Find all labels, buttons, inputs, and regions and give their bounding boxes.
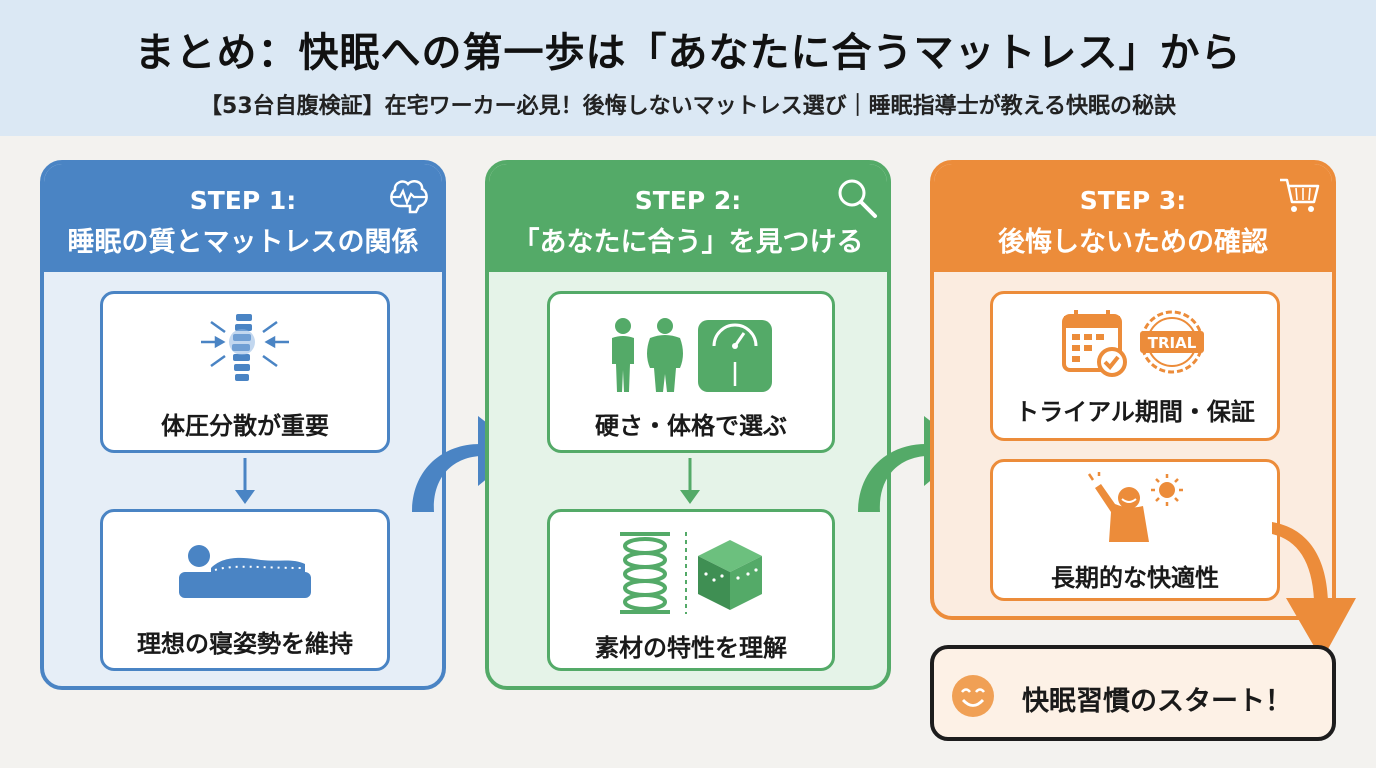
card-sleep-posture: 理想の寝姿勢を維持 — [100, 509, 390, 671]
trial-badge-text: TRIAL — [1148, 334, 1197, 352]
page-title: まとめ：快眠への第一歩は「あなたに合うマットレス」から — [134, 30, 1242, 76]
card-body-pressure-label: 体圧分散が重要 — [161, 412, 329, 440]
step-2-number: STEP 2: — [634, 186, 742, 215]
card-materials-label: 素材の特性を理解 — [595, 634, 787, 662]
step-3-number: STEP 3: — [1079, 186, 1187, 215]
header-banner: まとめ：快眠への第一歩は「あなたに合うマットレス」から 【53台自腹検証】在宅ワ… — [0, 0, 1376, 136]
step-1-header: STEP 1: 睡眠の質とマットレスの関係 — [44, 164, 442, 272]
finish-banner: 快眠習慣のスタート！ — [930, 645, 1336, 741]
card-sleep-posture-label: 理想の寝姿勢を維持 — [137, 630, 353, 658]
step-3-panel: STEP 3: 後悔しないための確認 TRIAL — [930, 160, 1336, 620]
step-1-number: STEP 1: — [189, 186, 297, 215]
card-trial-warranty-label: トライアル期間・保証 — [1015, 398, 1255, 426]
step-2-panel: STEP 2: 「あなたに合う」を見つける 硬さ・体格で選ぶ — [485, 160, 891, 690]
step-3-header: STEP 3: 後悔しないための確認 — [934, 164, 1332, 272]
body-types-and-scale-icon — [612, 318, 772, 392]
step-1-panel: STEP 1: 睡眠の質とマットレスの関係 — [40, 160, 446, 690]
spine-pressure-icon — [201, 314, 289, 381]
card-materials: 素材の特性を理解 — [547, 509, 835, 671]
spring-and-foam-icon — [620, 532, 762, 614]
card-long-term-comfort-label: 長期的な快適性 — [1051, 564, 1219, 592]
shopping-cart-icon — [1280, 178, 1320, 212]
down-arrow-icon — [680, 458, 700, 504]
happy-person-sun-icon — [1087, 472, 1183, 542]
calendar-and-trial-badge-icon: TRIAL — [1062, 310, 1204, 377]
step-2-title: 「あなたに合う」を見つける — [512, 227, 864, 258]
finish-label: 快眠習慣のスタート！ — [1022, 686, 1292, 717]
card-firmness-body-label: 硬さ・体格で選ぶ — [595, 412, 787, 440]
smiley-icon — [952, 675, 994, 717]
card-trial-warranty: TRIAL トライアル期間・保証 — [990, 291, 1280, 441]
step-1-title: 睡眠の質とマットレスの関係 — [67, 227, 419, 258]
curved-down-arrow-icon — [1272, 522, 1356, 660]
person-lying-on-mattress-icon — [179, 545, 311, 598]
step-2-header: STEP 2: 「あなたに合う」を見つける — [489, 164, 887, 272]
brain-icon — [390, 180, 428, 214]
magnifier-icon — [838, 179, 877, 218]
card-long-term-comfort: 長期的な快適性 — [990, 459, 1280, 601]
step-3-title: 後悔しないための確認 — [998, 227, 1268, 258]
card-firmness-body: 硬さ・体格で選ぶ — [547, 291, 835, 453]
card-body-pressure: 体圧分散が重要 — [100, 291, 390, 453]
page-subtitle: 【53台自腹検証】在宅ワーカー必見！後悔しないマットレス選び｜睡眠指導士が教える… — [200, 94, 1176, 119]
down-arrow-icon — [235, 458, 255, 504]
